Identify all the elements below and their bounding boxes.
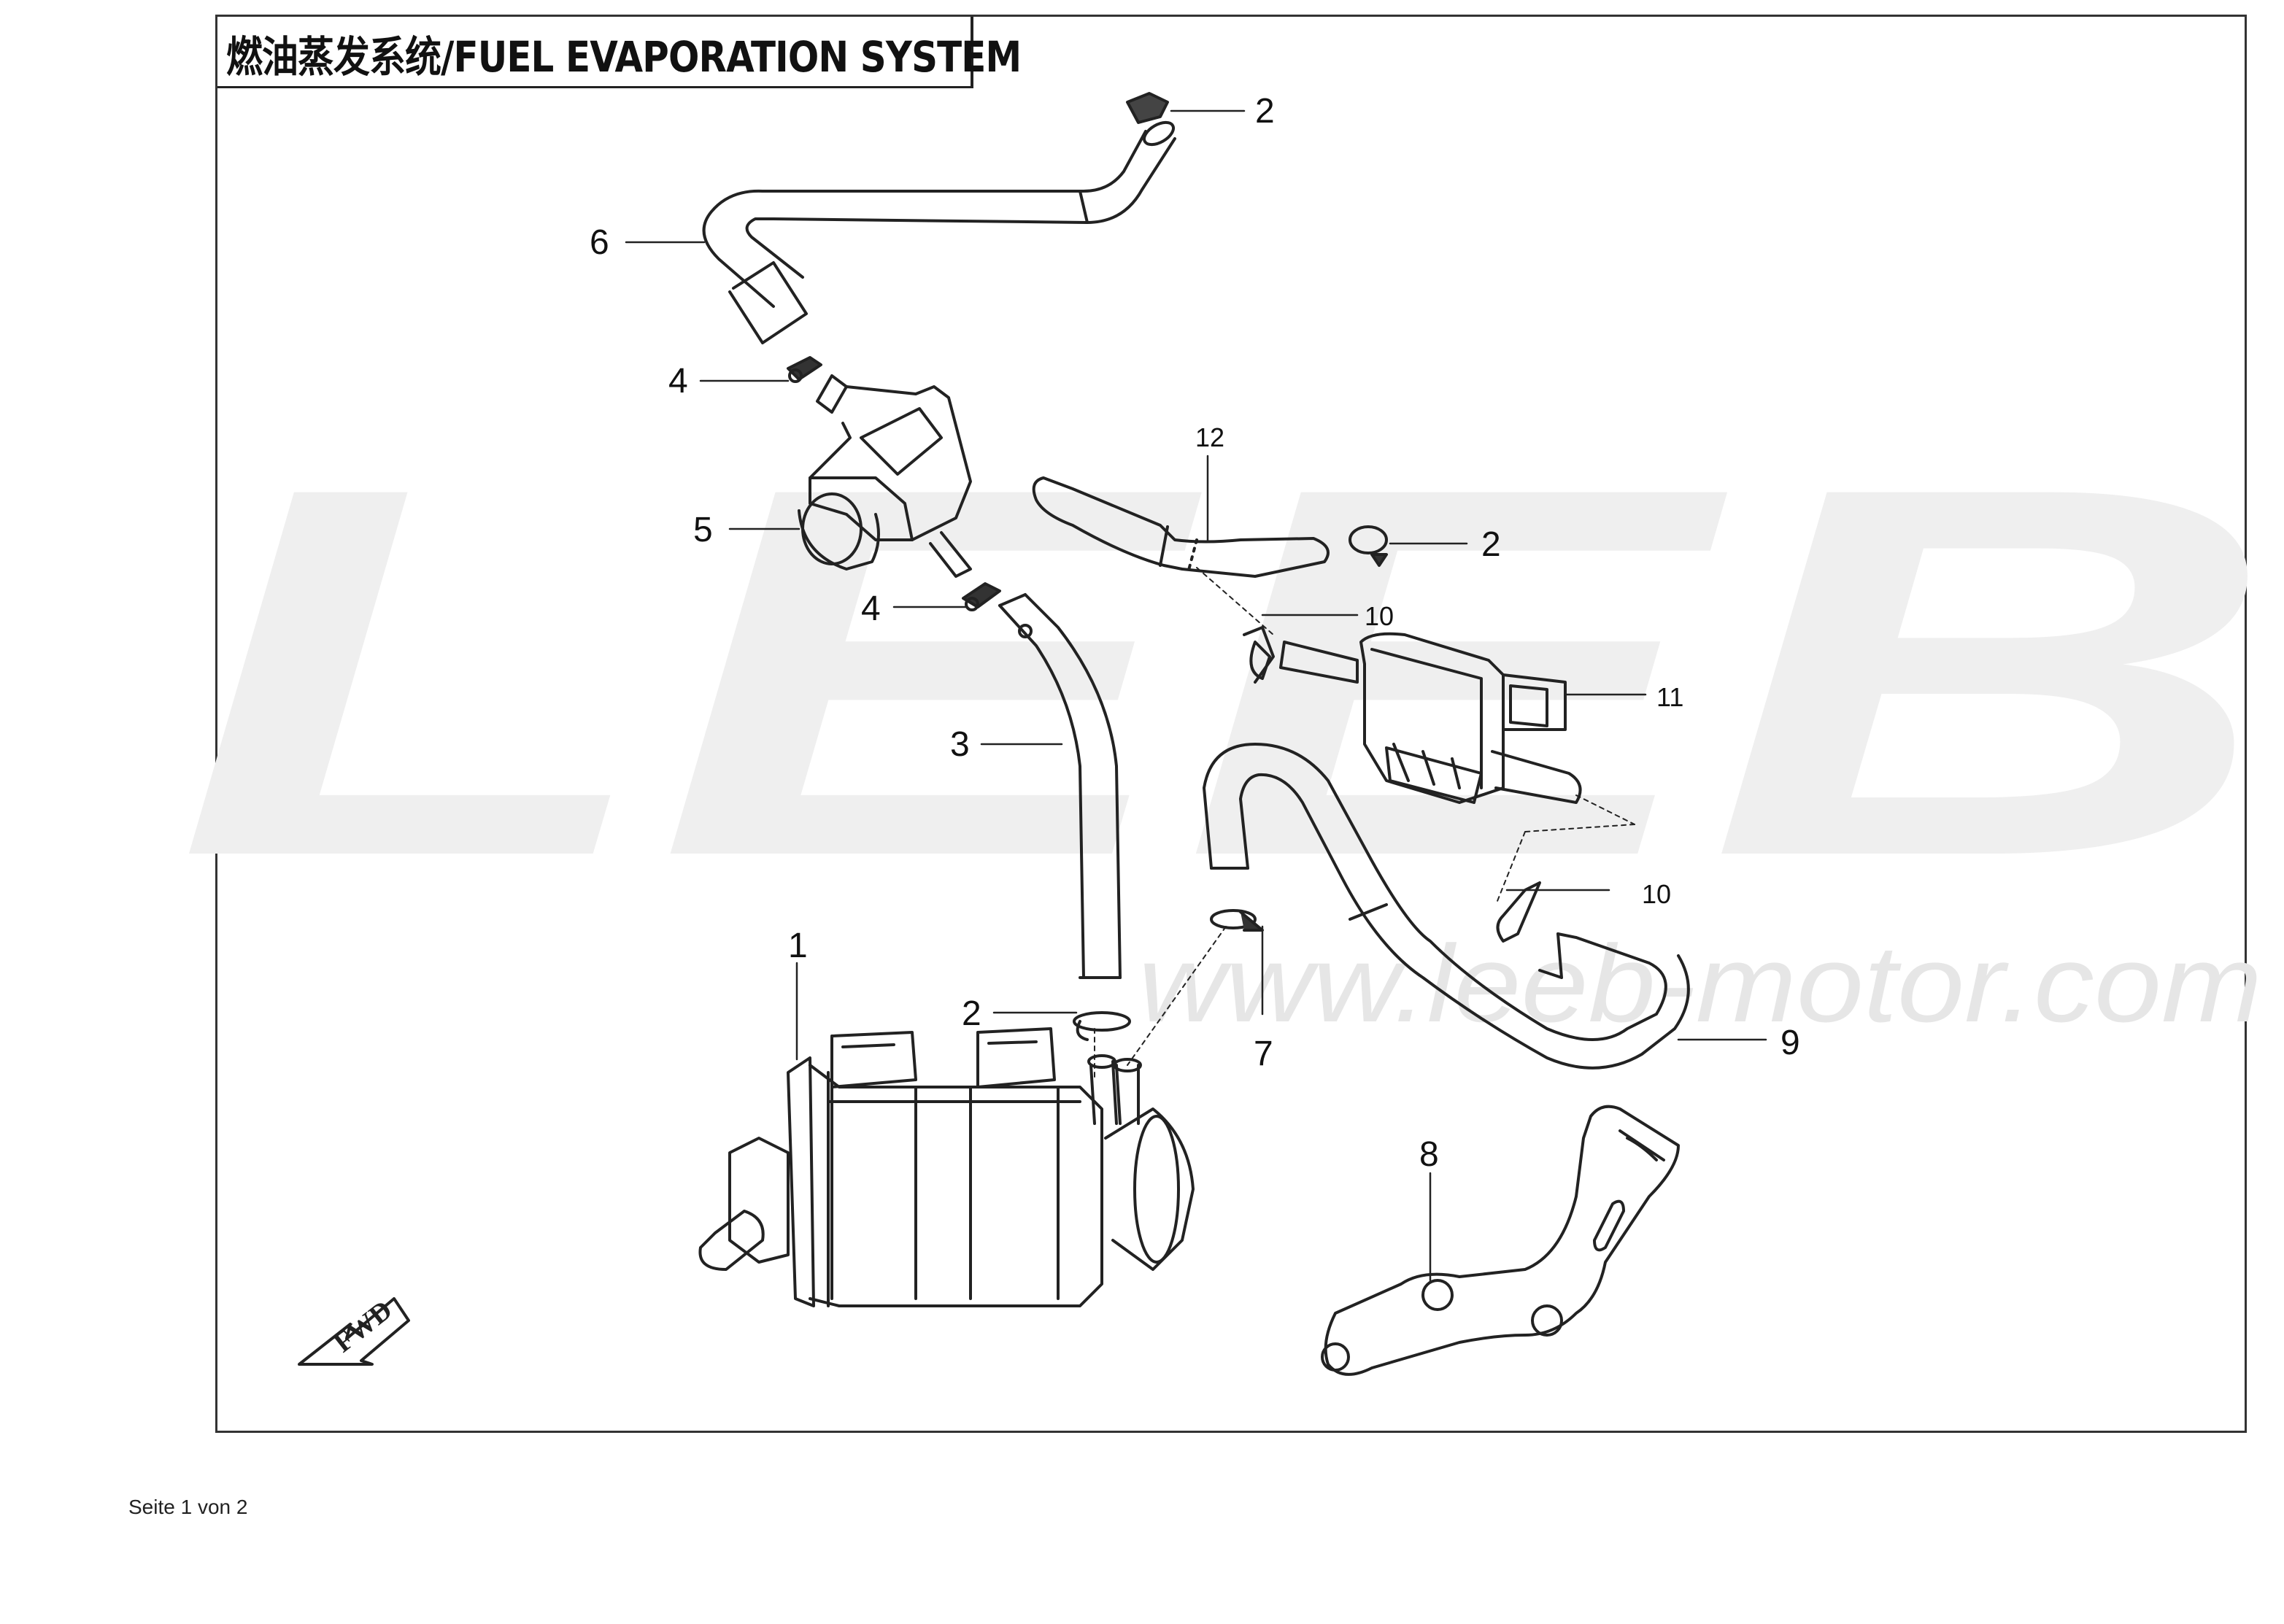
connection-lines (1094, 567, 1635, 1080)
title-box: 燃油蒸发系统/FUEL EVAPORATION SYSTEM (217, 17, 1022, 88)
clip-4-upper (787, 356, 822, 383)
clamp-2-right (1349, 525, 1388, 567)
callout-7: 7 (1254, 1035, 1273, 1073)
clip-10-lower (1496, 881, 1541, 943)
solenoid-11 (1279, 632, 1582, 804)
callout-8: 8 (1419, 1135, 1439, 1174)
valve-5 (798, 374, 972, 578)
bracket-8 (1321, 1105, 1680, 1376)
callout-10-lower: 10 (1642, 879, 1671, 909)
leader-lines (625, 109, 1767, 1282)
callout-9: 9 (1780, 1024, 1800, 1062)
clip-4-lower (962, 582, 1001, 611)
hose-12 (1032, 476, 1330, 578)
hose-3 (998, 593, 1122, 979)
hose-9 (1203, 743, 1690, 1070)
callout-5: 5 (693, 511, 713, 549)
watermark-url: www.leeb-motor.com (1138, 922, 2262, 1045)
clip-10-upper (1243, 626, 1275, 684)
diagram-frame: 燃油蒸发系统/FUEL EVAPORATION SYSTEM (215, 15, 2247, 1433)
callout-4-lower: 4 (861, 589, 881, 628)
clamp-2-top (1126, 92, 1169, 124)
page-footer: Seite 1 von 2 (128, 1496, 248, 1518)
callout-4-upper: 4 (668, 362, 688, 401)
callout-12: 12 (1195, 422, 1224, 452)
leeb-watermark: LEEB www.leeb-motor.com (175, 378, 2277, 1045)
hose-6 (702, 120, 1176, 344)
callout-labels: 2 6 4 12 5 2 4 10 11 3 10 1 2 7 9 8 (590, 92, 1800, 1174)
callout-3: 3 (950, 725, 970, 764)
callout-11: 11 (1656, 682, 1683, 712)
canister-1 (698, 1027, 1195, 1307)
watermark-logo: LEEB (175, 378, 2277, 965)
callout-2-top: 2 (1255, 92, 1275, 131)
clamp-2-bottom (1073, 1011, 1131, 1041)
diagram-title: 燃油蒸发系统/FUEL EVAPORATION SYSTEM (226, 32, 1022, 82)
callout-1: 1 (788, 927, 808, 965)
fwd-arrow-icon (298, 1297, 410, 1366)
callout-2-bottom: 2 (962, 994, 981, 1033)
callout-2-right: 2 (1481, 525, 1501, 564)
callout-6: 6 (590, 223, 609, 262)
callout-10-upper: 10 (1365, 601, 1394, 631)
